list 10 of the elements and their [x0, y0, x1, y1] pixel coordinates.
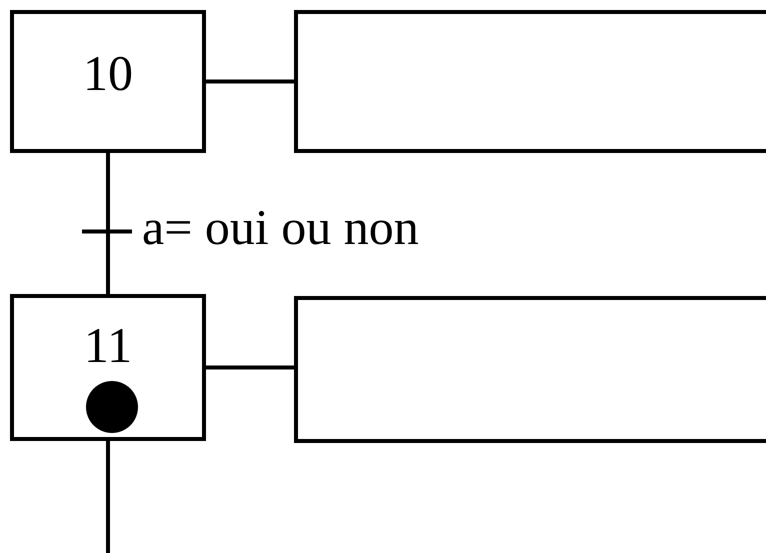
- step-number: 11: [82, 320, 134, 370]
- link-line: [106, 441, 110, 553]
- link-line: [206, 80, 294, 84]
- action-box: [294, 10, 766, 153]
- link-line: [106, 153, 110, 294]
- step-box: [10, 294, 206, 441]
- action-box: [294, 296, 766, 443]
- step-number: 10: [82, 48, 134, 98]
- link-line: [206, 366, 294, 370]
- step-box: [10, 10, 206, 153]
